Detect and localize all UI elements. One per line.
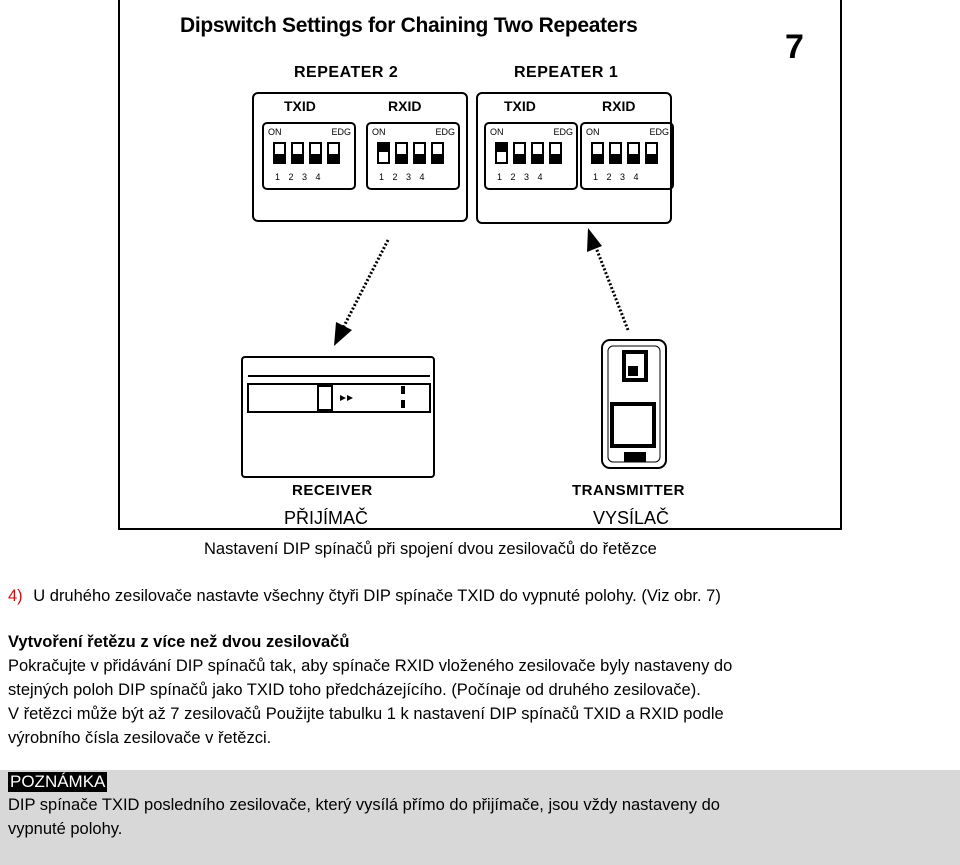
switch-number: 4 [537,172,543,182]
repeater-2-title: REPEATER 2 [294,64,399,81]
switch-numbers: 1 2 3 4 [593,172,639,182]
figure-7: Dipswitch Settings for Chaining Two Repe… [118,0,842,530]
dip-switch-1 [495,142,508,164]
txid-label: TXID [284,98,316,114]
txid-label: TXID [504,98,536,114]
switch-number: 3 [524,172,530,182]
figure-number: 7 [785,28,804,66]
switch-number: 2 [510,172,516,182]
dip-switch-2 [291,142,304,164]
receiver-device [241,356,435,478]
section-line: V řetězci může být až 7 zesilovačů Použi… [8,705,724,723]
switch-number: 1 [497,172,503,182]
switch-number: 2 [288,172,294,182]
switch-numbers: 1 2 3 4 [497,172,543,182]
dip-switch-1 [591,142,604,164]
dip-switch-3 [531,142,544,164]
section-line: stejných poloh DIP spínačů jako TXID toh… [8,681,701,699]
switch-number: 3 [620,172,626,182]
rxid-label: RXID [388,98,422,114]
dip-switch-4 [327,142,340,164]
arrow-to-receiver [340,239,390,331]
dip-switch-row [377,142,444,164]
note-line: vypnuté polohy. [8,820,123,838]
step-number: 4) [8,587,23,605]
dip-switch-4 [431,142,444,164]
figure-title: Dipswitch Settings for Chaining Two Repe… [180,14,638,37]
edg-label: EDG [553,127,573,137]
section-heading: Vytvoření řetězu z více než dvou zesilov… [8,633,350,651]
edg-label: EDG [649,127,669,137]
switch-number: 3 [406,172,412,182]
dip-switch-1 [377,142,390,164]
switch-number: 4 [633,172,639,182]
arrow-from-transmitter [593,244,630,331]
switch-number: 1 [593,172,599,182]
txid-switch-block: ON EDG 1 2 3 4 [484,122,578,190]
figure-caption: Nastavení DIP spínačů při spojení dvou z… [204,540,657,558]
section-line: výrobního čísla zesilovače v řetězci. [8,729,272,747]
edg-label: EDG [435,127,455,137]
dip-switch-row [273,142,340,164]
switch-numbers: 1 2 3 4 [379,172,425,182]
arrow-head-receiver [334,322,352,346]
edg-label: EDG [331,127,351,137]
note-line: DIP spínače TXID posledního zesilovače, … [8,796,720,814]
dip-switch-2 [395,142,408,164]
dip-switch-row [591,142,658,164]
switch-number: 2 [606,172,612,182]
note-label: POZNÁMKA [8,772,108,792]
switch-numbers: 1 2 3 4 [275,172,321,182]
receiver-cz-label: PŘIJÍMAČ [284,508,369,528]
dip-switch-2 [609,142,622,164]
dip-switch-3 [309,142,322,164]
txid-switch-block: ON EDG 1 2 3 4 [262,122,356,190]
transmitter-device [601,339,667,469]
rxid-label: RXID [602,98,636,114]
section-line: Pokračujte v přidávání DIP spínačů tak, … [8,657,733,675]
transmitter-label: TRANSMITTER [572,482,685,499]
note-box [0,770,960,865]
dip-switch-3 [627,142,640,164]
on-label: ON [490,127,504,137]
receiver-label: RECEIVER [292,482,373,499]
switch-number: 1 [275,172,281,182]
switch-number: 4 [419,172,425,182]
transmitter-cz-label: VYSÍLAČ [593,508,670,528]
arrow-head-transmitter [587,228,602,252]
rxid-switch-block: ON EDG 1 2 3 4 [366,122,460,190]
dip-switch-row [495,142,562,164]
dip-switch-4 [645,142,658,164]
dip-switch-4 [549,142,562,164]
on-label: ON [372,127,386,137]
switch-number: 1 [379,172,385,182]
switch-number: 3 [302,172,308,182]
repeater-1-title: REPEATER 1 [514,64,619,81]
step-text: U druhého zesilovače nastavte všechny čt… [33,587,721,605]
on-label: ON [586,127,600,137]
switch-number: 2 [392,172,398,182]
rxid-switch-block: ON EDG 1 2 3 4 [580,122,674,190]
repeater-1-panel: ON EDG 1 2 3 4 TXID ON EDG [476,92,674,224]
dip-switch-2 [513,142,526,164]
dip-switch-1 [273,142,286,164]
figure-drawing [241,228,667,478]
dip-switch-3 [413,142,426,164]
switch-number: 4 [315,172,321,182]
on-label: ON [268,127,282,137]
repeater-2-panel: ON EDG 1 2 3 4 TXID ON EDG [252,92,468,222]
step-4: 4) U druhého zesilovače nastavte všechny… [8,587,721,606]
